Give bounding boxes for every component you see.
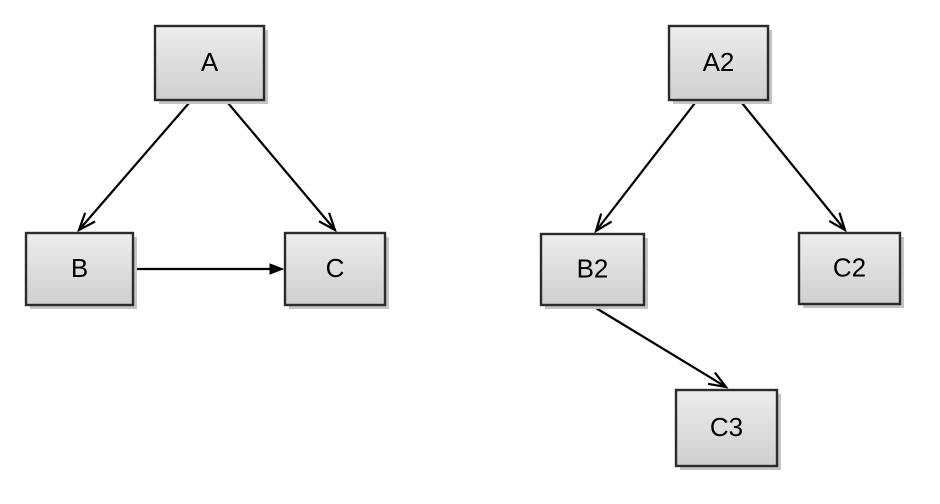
node-a[interactable]: A	[153, 24, 268, 104]
edge-a-c[interactable]	[227, 102, 337, 233]
node-b[interactable]: B	[24, 231, 137, 309]
edge-a-b[interactable]	[77, 102, 190, 233]
arrowhead-open-icon	[828, 212, 847, 233]
node-label: A	[201, 47, 219, 77]
node-c2[interactable]: C2	[797, 231, 904, 308]
edge-line	[78, 102, 190, 231]
edge-b2-c3[interactable]	[595, 307, 729, 389]
arrowhead-filled-icon	[269, 263, 285, 275]
node-label: C	[326, 253, 345, 283]
node-c[interactable]: C	[283, 231, 389, 309]
arrowhead-open-icon	[594, 213, 613, 234]
node-label: C3	[710, 412, 743, 442]
edge-a2-c2[interactable]	[741, 102, 847, 233]
edge-line	[227, 102, 336, 231]
edge-b-c[interactable]	[136, 263, 285, 275]
node-b2[interactable]: B2	[539, 232, 648, 309]
node-box[interactable]	[674, 388, 779, 468]
edges-layer	[77, 102, 847, 389]
edge-a2-b2[interactable]	[594, 102, 696, 234]
arrowhead-open-icon	[318, 212, 337, 233]
node-box[interactable]	[283, 231, 387, 307]
node-c3[interactable]: C3	[674, 388, 781, 470]
node-box[interactable]	[667, 24, 770, 102]
edge-line	[595, 102, 696, 232]
edge-line	[741, 102, 846, 231]
node-box[interactable]	[153, 24, 266, 102]
node-a2[interactable]: A2	[667, 24, 772, 104]
node-label: C2	[833, 252, 866, 282]
node-label: B2	[577, 253, 609, 283]
node-label: A2	[703, 47, 735, 77]
arrowhead-open-icon	[707, 371, 729, 389]
node-box[interactable]	[797, 231, 902, 306]
node-box[interactable]	[539, 232, 646, 307]
node-label: B	[71, 253, 88, 283]
node-box[interactable]	[24, 231, 135, 307]
edge-line	[595, 307, 727, 388]
arrowhead-open-icon	[77, 212, 96, 233]
